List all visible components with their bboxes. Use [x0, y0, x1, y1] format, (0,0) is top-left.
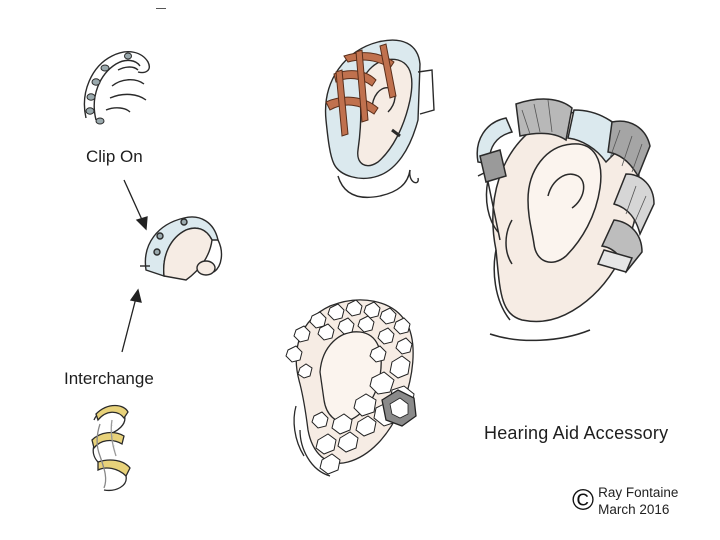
copyright-icon: ©: [572, 484, 595, 517]
top-tick-mark: [156, 8, 166, 9]
arrow-up: [121, 288, 142, 353]
ear-with-silver-accessory-sketch: [476, 98, 655, 342]
ear-with-copper-accessory-sketch: [324, 39, 435, 199]
base-hearing-aid-sketch: [140, 216, 223, 281]
copyright-credit: © Ray Fontaine March 2016: [572, 484, 678, 518]
author-name: Ray Fontaine: [598, 485, 679, 500]
sheet-title: Hearing Aid Accessory: [484, 423, 669, 443]
clip-on-label: Clip On: [86, 147, 143, 166]
credit-date: March 2016: [598, 502, 670, 517]
clip-on-accessory-sketch: [83, 51, 150, 125]
arrow-down: [123, 179, 148, 231]
spiral-accessory-sketch: [91, 404, 131, 492]
interchange-label: Interchange: [64, 369, 154, 388]
ear-with-jeweled-accessory-sketch: [285, 299, 417, 477]
